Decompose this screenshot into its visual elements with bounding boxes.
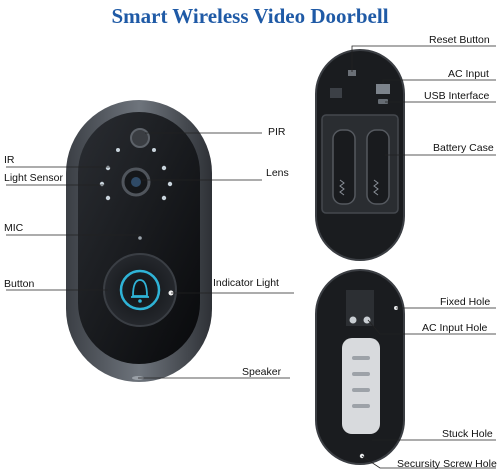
label-reset-button: Reset Button: [429, 34, 490, 46]
label-fixed-hole: Fixed Hole: [440, 296, 491, 308]
ac-terminal-screw-left: [349, 316, 357, 324]
label-ac-input-hole: AC Input Hole: [422, 322, 488, 334]
label-battery-case: Battery Case: [433, 142, 494, 154]
mounting-plate: [315, 269, 405, 465]
mic-hole: [138, 236, 142, 240]
battery-springs: [339, 179, 379, 196]
indicator-ring: [119, 269, 161, 311]
battery-slot-left: [332, 129, 356, 205]
ac-terminal-screw-right: [363, 316, 371, 324]
label-lens: Lens: [266, 167, 289, 179]
reset-button-hole: [348, 70, 356, 76]
ac-input-port: [376, 84, 390, 94]
label-ir: IR: [4, 154, 15, 166]
stuck-holes: [352, 356, 370, 408]
diagram-title: Smart Wireless Video Doorbell: [111, 4, 389, 28]
back-connector: [330, 88, 342, 98]
bell-icon: [132, 279, 148, 297]
label-button: Button: [4, 278, 35, 290]
front-view: [66, 100, 212, 382]
usb-port: [378, 99, 388, 104]
label-pir: PIR: [268, 126, 286, 138]
label-mic: MIC: [4, 222, 24, 234]
leader-lines: [6, 45, 496, 469]
bell-icon-clapper: [138, 299, 142, 303]
label-ac-input: AC Input: [448, 68, 489, 80]
label-speaker: Speaker: [242, 366, 282, 378]
battery-slot-right: [366, 129, 390, 205]
label-usb-interface: USB Interface: [424, 90, 490, 102]
pir-sensor: [130, 128, 150, 148]
label-indicator-light: Indicator Light: [213, 277, 279, 289]
lens-glass: [131, 177, 141, 187]
plate-bracket: [342, 338, 380, 434]
label-stuck-hole: Stuck Hole: [442, 428, 493, 440]
bell-button: [103, 253, 177, 327]
label-light-sensor: Light Sensor: [4, 172, 63, 184]
label-security-screw-hole: Secursity Screw Hole: [397, 458, 497, 470]
back-view-battery: [315, 49, 405, 261]
